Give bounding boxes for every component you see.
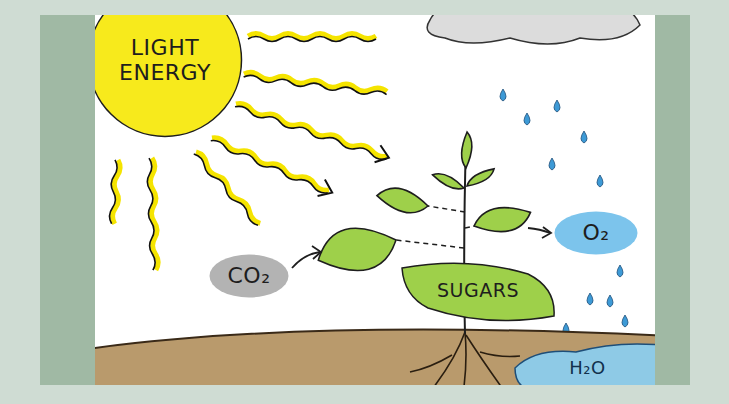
node-label: CO₂ — [228, 263, 271, 288]
leaf-stalk — [396, 240, 464, 248]
ray-line — [248, 37, 376, 42]
node-label: LIGHT ENERGY — [109, 35, 221, 86]
light-ray — [243, 72, 387, 97]
rain-drop — [622, 315, 628, 327]
node-label: O₂ — [582, 220, 609, 245]
roots — [410, 332, 520, 385]
gas-ellipse: CO₂ — [208, 253, 290, 299]
ground — [95, 330, 655, 385]
intake-arrow — [292, 252, 320, 268]
light-ray — [109, 160, 120, 224]
ray-line — [192, 152, 260, 227]
node-label: H₂O — [569, 358, 605, 379]
leaf — [431, 170, 466, 193]
leaf-stalk — [465, 226, 474, 228]
rain-drop — [587, 293, 593, 305]
leaf — [472, 203, 533, 237]
rain-drop — [607, 295, 613, 307]
circle-fill — [95, 15, 242, 137]
arrow-head — [375, 145, 392, 166]
light-ray — [147, 158, 159, 270]
leaf-fill — [402, 263, 554, 320]
leaf — [465, 166, 497, 190]
arrow-head — [312, 246, 321, 259]
rain-drop — [524, 113, 530, 125]
root — [430, 332, 465, 385]
ray-line — [234, 104, 387, 161]
drawing-panel: LIGHT ENERGY CO₂ SUGARS O₂ H₂O — [95, 15, 655, 385]
light-ray — [192, 150, 262, 227]
puddle-fill — [515, 344, 655, 385]
leaf-stalk — [428, 206, 465, 212]
ellipse-fill — [555, 212, 638, 255]
cloud — [427, 15, 640, 44]
ray-line — [243, 74, 387, 97]
rain-drop — [500, 89, 506, 101]
water-puddle: H₂O — [515, 338, 655, 385]
light-ray — [248, 34, 376, 42]
arrow-head — [318, 180, 336, 201]
ray-line — [147, 158, 156, 270]
rain-drop — [617, 265, 623, 277]
rain-drop — [554, 100, 560, 112]
ray-glow — [150, 158, 159, 270]
sun-circle: LIGHT ENERGY — [95, 15, 243, 138]
root — [480, 352, 520, 357]
leaf — [314, 221, 400, 278]
node-label: SUGARS — [437, 280, 519, 302]
ray-line — [109, 160, 117, 224]
leaf — [461, 132, 473, 169]
root — [462, 332, 466, 385]
root — [410, 355, 452, 372]
rain-drop — [581, 131, 587, 143]
root — [466, 335, 505, 385]
sugar-leaf: SUGARS — [398, 258, 558, 324]
gas-ellipse: O₂ — [553, 210, 639, 256]
ray-glow — [235, 102, 388, 159]
ellipse-fill — [210, 255, 289, 298]
stage: LIGHT ENERGY CO₂ SUGARS O₂ H₂O — [95, 15, 655, 385]
ray-glow — [194, 150, 262, 225]
rain-drop — [549, 158, 555, 170]
rain-drop — [597, 175, 603, 187]
leaf — [375, 183, 431, 217]
arrow-head — [542, 227, 551, 238]
